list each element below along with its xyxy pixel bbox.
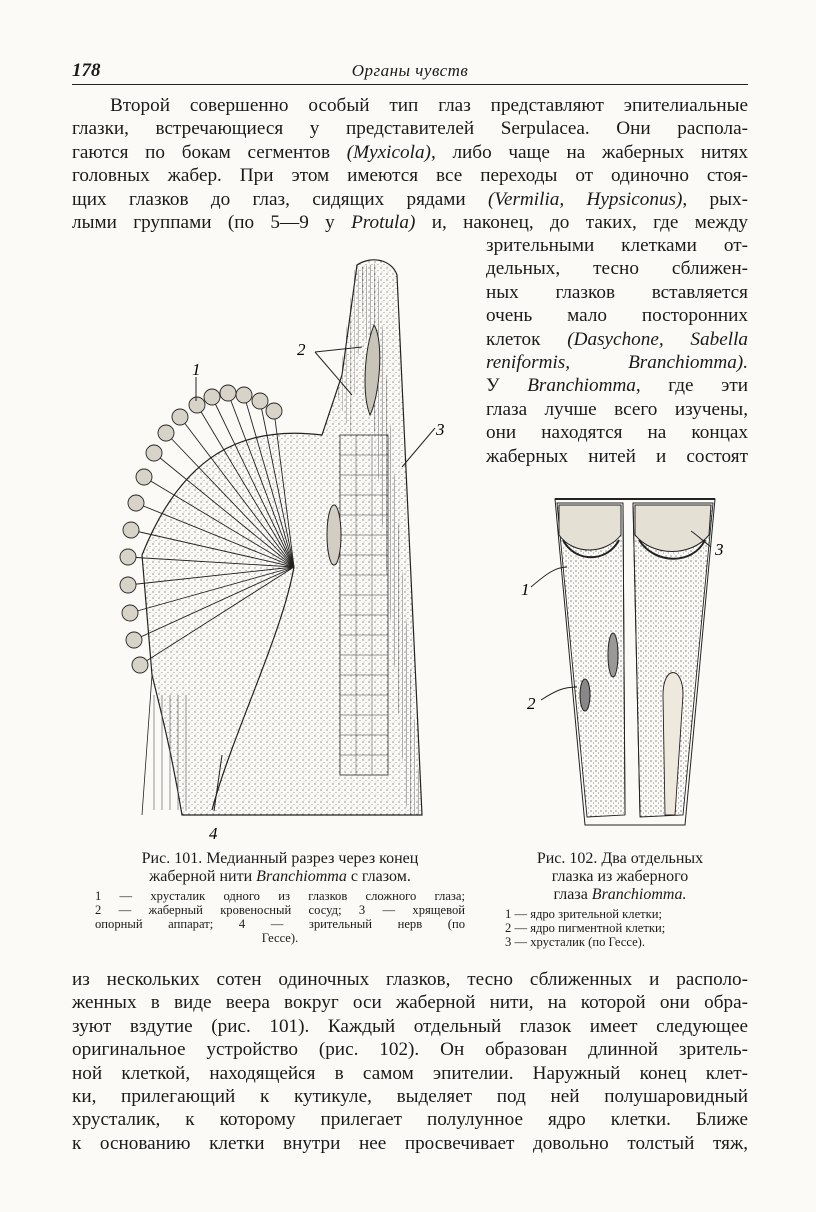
text-line: жаберных нитей и состоят — [486, 445, 748, 467]
text-line: щих глазков до глаз, сидящих рядами (Ver… — [72, 188, 749, 210]
figure-101-caption-title: Рис. 101. Медианный разрез через конец ж… — [141, 850, 419, 885]
text-line: к основанию клетки внутри нее просвечива… — [72, 1132, 748, 1154]
figure-102-label-3: 3 — [714, 540, 724, 559]
figure-102-caption: Рис. 102. Два отдельных глазка из жаберн… — [505, 850, 735, 949]
text-line: У Branchiomma, где эти — [486, 375, 748, 397]
text-line: лыми группами (по 5—9 у Protula) и, нако… — [72, 211, 748, 233]
text-line: глаза лучше всего изучены, — [486, 398, 748, 420]
figure-102-legend: 1 — ядро зрительной клетки; 2 — ядро пиг… — [505, 907, 735, 949]
text-line: ной клеткой, находящейся в самом эпители… — [72, 1062, 748, 1084]
text-line: хрусталик, к которому прилегает полулунн… — [72, 1109, 748, 1131]
figure-101-illustration: 1 2 3 4 — [119, 255, 445, 845]
text-line: глазки, встречающиеся у представителей S… — [72, 118, 748, 140]
text-line: ки, прилегающий к кутикуле, выделяет под… — [72, 1085, 748, 1107]
figure-102-illustration: 1 2 3 — [515, 495, 740, 845]
figure-101-caption: Рис. 101. Медианный разрез через конец ж… — [95, 850, 465, 945]
legend-item: 2 — ядро пигментной клетки; — [505, 921, 666, 935]
figure-101-label-3: 3 — [435, 420, 445, 439]
text-line: зрительными клетками от- — [486, 235, 748, 256]
figure-102-label-2: 2 — [527, 694, 536, 713]
text-line: ных глазков вставляется — [486, 281, 748, 303]
legend-item: Гессе). — [261, 931, 299, 945]
legend-item: 2 — жаберный кровеносный сосуд; 3 — хрящ… — [95, 903, 465, 917]
legend-item: 1 — хрусталик одного из глазков сложного… — [95, 889, 465, 903]
legend-item: 3 — хрусталик (по Гессе). — [505, 935, 646, 949]
text-line: они находятся на концах — [486, 422, 748, 444]
text-line: женных в виде веера вокруг оси жаберной … — [72, 992, 748, 1014]
figure-101-label-2: 2 — [297, 340, 306, 359]
figure-101-label-4: 4 — [209, 824, 218, 843]
running-head: 178 Органы чувств — [72, 58, 748, 85]
figure-101-label-1: 1 — [192, 360, 201, 379]
text-line: оригинальное устройство (рис. 102). Он о… — [72, 1039, 748, 1061]
paragraph-1: Второй совершенно особый тип глаз предст… — [72, 94, 748, 234]
legend-item: 1 — ядро зрительной клетки; — [505, 907, 663, 921]
figure-102-label-1: 1 — [521, 580, 530, 599]
text-line: reniformis, Branchiomma). — [486, 351, 748, 373]
figure-101-legend: 1 — хрусталик одного из глазков сложного… — [95, 889, 465, 945]
text-line: дельных, тесно сближен- — [486, 258, 748, 280]
text-line: зуют вздутие (рис. 101). Каждый отдельны… — [72, 1015, 748, 1037]
text-line: Второй совершенно особый тип глаз предст… — [110, 95, 748, 116]
paragraph-1-continuation: зрительными клетками от- дельных, тесно … — [486, 234, 748, 468]
text-line: гаются по бокам сегментов (Myxicola), ли… — [72, 141, 748, 163]
legend-item: опорный аппарат; 4 — зрительный нерв (по — [95, 917, 465, 931]
text-line: очень мало посторонних — [486, 305, 748, 327]
figure-102-caption-title: Рис. 102. Два отдельных глазка из жаберн… — [536, 850, 704, 903]
page-number: 178 — [72, 60, 101, 81]
text-line: из нескольких сотен одиночных глазков, т… — [72, 969, 748, 990]
running-title: Органы чувств — [351, 61, 469, 80]
paragraph-2: из нескольких сотен одиночных глазков, т… — [72, 968, 748, 1155]
text-line: головных жабер. При этом имеются все пер… — [72, 165, 748, 187]
text-line: клеток (Dasychone, Sabella — [486, 328, 748, 350]
